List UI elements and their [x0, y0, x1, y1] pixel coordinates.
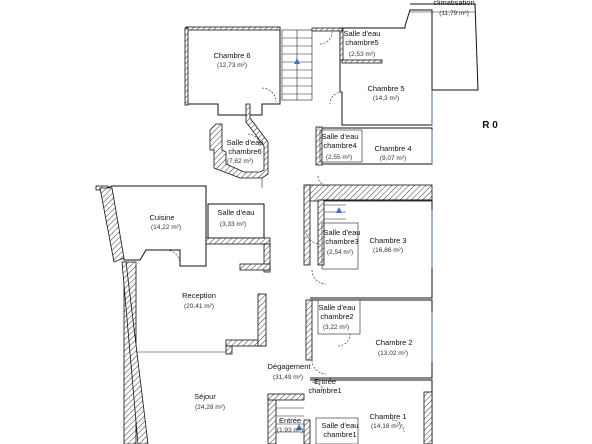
- room-name-sde: Salle d'eau: [218, 208, 255, 217]
- room-name-chambre4: Chambre 4: [374, 144, 411, 153]
- room-name-climatisation: climatisation: [433, 0, 474, 7]
- room-area-chambre1: (14,16 m²): [371, 423, 401, 430]
- room-name-chambre5: Chambre 5: [367, 84, 404, 93]
- room-area-chambre5: (14,3 m²): [373, 95, 399, 102]
- stair-arrow-icon: [296, 424, 302, 430]
- room-area-sejour: (24,28 m²): [195, 404, 225, 411]
- staircase-bottom: [276, 407, 304, 433]
- room-area-sde5: (2,53 m²): [349, 51, 375, 58]
- room-name-chambre3: Chambre 3: [369, 236, 406, 245]
- room-name-entree: Entrée: [279, 416, 301, 425]
- walls: [95, 3, 479, 444]
- stair-arrow-icon: [294, 58, 300, 64]
- room-name-sejour: Séjour: [194, 392, 216, 401]
- room-area-sde: (3,33 m²): [220, 221, 246, 228]
- room-area-climatisation: (11,79 m²): [439, 10, 469, 17]
- room-area-chambre3: (16,86 m²): [373, 247, 403, 254]
- room-area-sde4: (2,55 m²): [326, 154, 352, 161]
- doors: [165, 31, 405, 433]
- room-area-chambre2: (13,02 m²): [378, 350, 408, 357]
- room-area-degagement: (31,49 m²): [273, 374, 303, 381]
- room-area-sde6: (7,62 m²): [227, 158, 253, 165]
- room-area-sde2: (3,22 m²): [323, 324, 349, 331]
- room-area-cuisine: (14,22 m²): [151, 224, 181, 231]
- room-name-chambre6: Chambre 6: [213, 51, 250, 60]
- room-name-chambre1: Chambre 1: [369, 412, 406, 421]
- room-name-reception: Reception: [182, 291, 216, 300]
- room-area-entree: (1,93 m²): [277, 427, 303, 434]
- room-name-chambre2: Chambre 2: [375, 338, 412, 347]
- room-area-sde3: (2,54 m²): [327, 249, 353, 256]
- room-labels: R 0 climatisation (11,79 m²) Chambre 6 (…: [149, 0, 498, 439]
- room-area-chambre4: (9,07 m²): [380, 155, 406, 162]
- level-label: R 0: [482, 120, 498, 131]
- staircase-top: [282, 30, 312, 100]
- room-area-reception: (20,41 m²): [184, 303, 214, 310]
- room-name-cuisine: Cuisine: [149, 213, 174, 222]
- room-name-degagement: Dégagement: [268, 362, 312, 371]
- stair-arrow-icon: [336, 207, 342, 213]
- room-area-chambre6: (12,73 m²): [217, 62, 247, 69]
- staircase-middle: [324, 204, 346, 220]
